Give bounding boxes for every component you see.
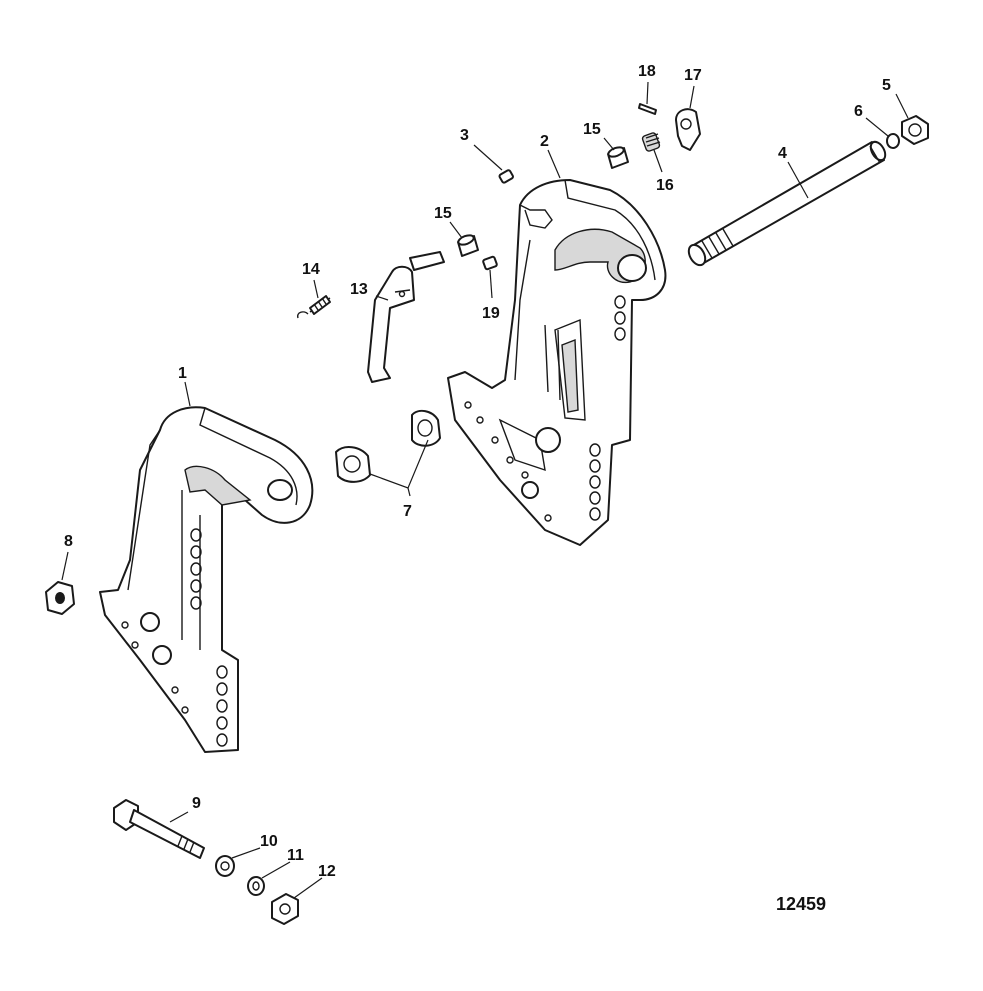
bolt-washer-flat <box>215 855 235 877</box>
bushing-upper <box>607 146 629 169</box>
tube-washer <box>886 133 900 149</box>
callout-7: 7 <box>403 503 412 520</box>
callout-3: 3 <box>460 127 469 144</box>
bracket-left-upper-holes <box>190 528 202 610</box>
callout-14: 14 <box>302 261 320 278</box>
callout-10: 10 <box>260 833 278 850</box>
callout-labels: 1 2 3 4 5 6 7 8 9 10 11 12 13 14 15 15 1… <box>64 63 891 880</box>
bracket-right-upper-holes <box>614 295 626 341</box>
tilt-tube <box>687 140 887 267</box>
callout-9: 9 <box>192 795 201 812</box>
callout-11: 11 <box>287 847 304 864</box>
callout-1: 1 <box>178 365 187 382</box>
callout-15-upper: 15 <box>583 121 601 138</box>
bushing-lower <box>457 234 479 257</box>
lock-cam <box>675 108 701 151</box>
leader-lines <box>61 81 909 899</box>
bracket-left-lower-holes <box>121 621 228 747</box>
lever-spring-small <box>641 132 661 152</box>
grease-fitting <box>498 169 514 184</box>
lever-pin <box>482 255 498 271</box>
thrust-washers <box>335 409 441 483</box>
clamp-bracket-left <box>99 406 314 753</box>
callout-12: 12 <box>318 863 336 880</box>
callout-2: 2 <box>540 133 549 150</box>
callout-19: 19 <box>482 305 500 322</box>
callout-13: 13 <box>350 281 368 298</box>
tilt-tube-nut <box>901 115 929 145</box>
clamp-bolt <box>113 799 205 859</box>
bracket-right-lower-holes <box>464 401 601 522</box>
callout-6: 6 <box>854 103 863 120</box>
callout-17: 17 <box>684 67 702 84</box>
callout-5: 5 <box>882 77 891 94</box>
cotter-pin <box>638 103 657 115</box>
lever-spring <box>296 295 331 319</box>
tilt-lock-lever <box>367 251 445 383</box>
callout-16: 16 <box>656 177 674 194</box>
callout-4: 4 <box>778 145 787 162</box>
bolt-washer-lock <box>247 876 265 896</box>
bracket-locknut <box>45 581 75 615</box>
figure-number: 12459 <box>776 894 826 914</box>
bolt-nut <box>271 893 299 925</box>
callout-8: 8 <box>64 533 73 550</box>
clamp-bracket-right <box>447 179 667 546</box>
callout-15-lower: 15 <box>434 205 452 222</box>
callout-18: 18 <box>638 63 656 80</box>
